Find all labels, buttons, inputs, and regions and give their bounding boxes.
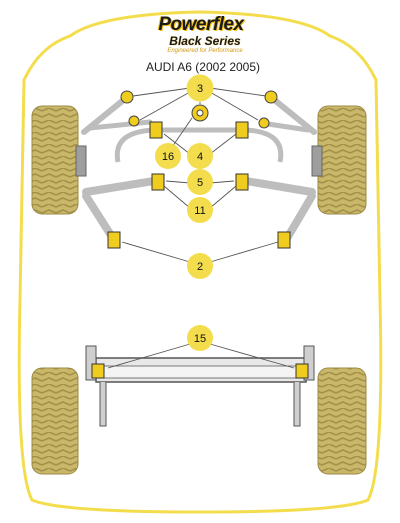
subframe-bush-right [295,363,309,379]
brand-series: Black Series [169,34,241,48]
callout-15: 15 [187,325,213,351]
callout-11: 11 [187,197,213,223]
callout-11-label: 11 [194,205,205,217]
front-right-upper-link [269,95,317,135]
model-title: AUDI A6 (2002 2005) [145,60,261,74]
upper-link-bush-right [258,117,270,129]
front-left-hub [75,145,87,177]
callout-15-label: 15 [194,333,206,345]
car-body-outline [17,10,383,514]
rear-right-tyre [317,367,367,475]
lower-arm-bush-left [151,173,165,191]
front-left-upper-link-rear [87,119,153,131]
subframe-bush-left [91,363,105,379]
callout-4-label: 4 [197,151,203,163]
leader-lines [107,87,295,369]
front-right-tyre [317,105,367,215]
front-right-hub [311,145,323,177]
callout-16: 16 [155,143,181,169]
rear-subframe-leg-right [293,382,301,427]
brand-logo: Powerflex [158,14,244,35]
callout-2-label: 2 [197,261,203,273]
lower-arm-bush-right [235,173,249,191]
arb-bush-right [235,121,249,139]
front-right-lower-arm [236,176,316,196]
callout-5: 5 [187,169,213,195]
callout-4: 4 [187,143,213,169]
upper-link-bush-left [128,115,140,127]
top-mount-left [120,90,134,104]
rear-left-tyre [31,367,79,475]
callout-16-label: 16 [162,151,174,163]
callout-3: 3 [186,74,214,102]
brand-tagline: Engineered for Performance [167,48,243,54]
rear-subframe-leg-left [99,382,107,427]
front-left-tyre [31,105,79,215]
tension-strut-bush-right [277,231,291,249]
callout-3-label: 3 [197,83,203,95]
front-right-upper-link-rear [265,121,311,133]
callout-2: 2 [187,253,213,279]
arb-bush-left [149,121,163,139]
tension-strut-bush-left [107,231,121,249]
rear-subframe-beam [103,365,297,379]
callout-5-label: 5 [197,177,203,189]
top-mount-right [264,90,278,104]
front-left-lower-arm [82,176,164,196]
